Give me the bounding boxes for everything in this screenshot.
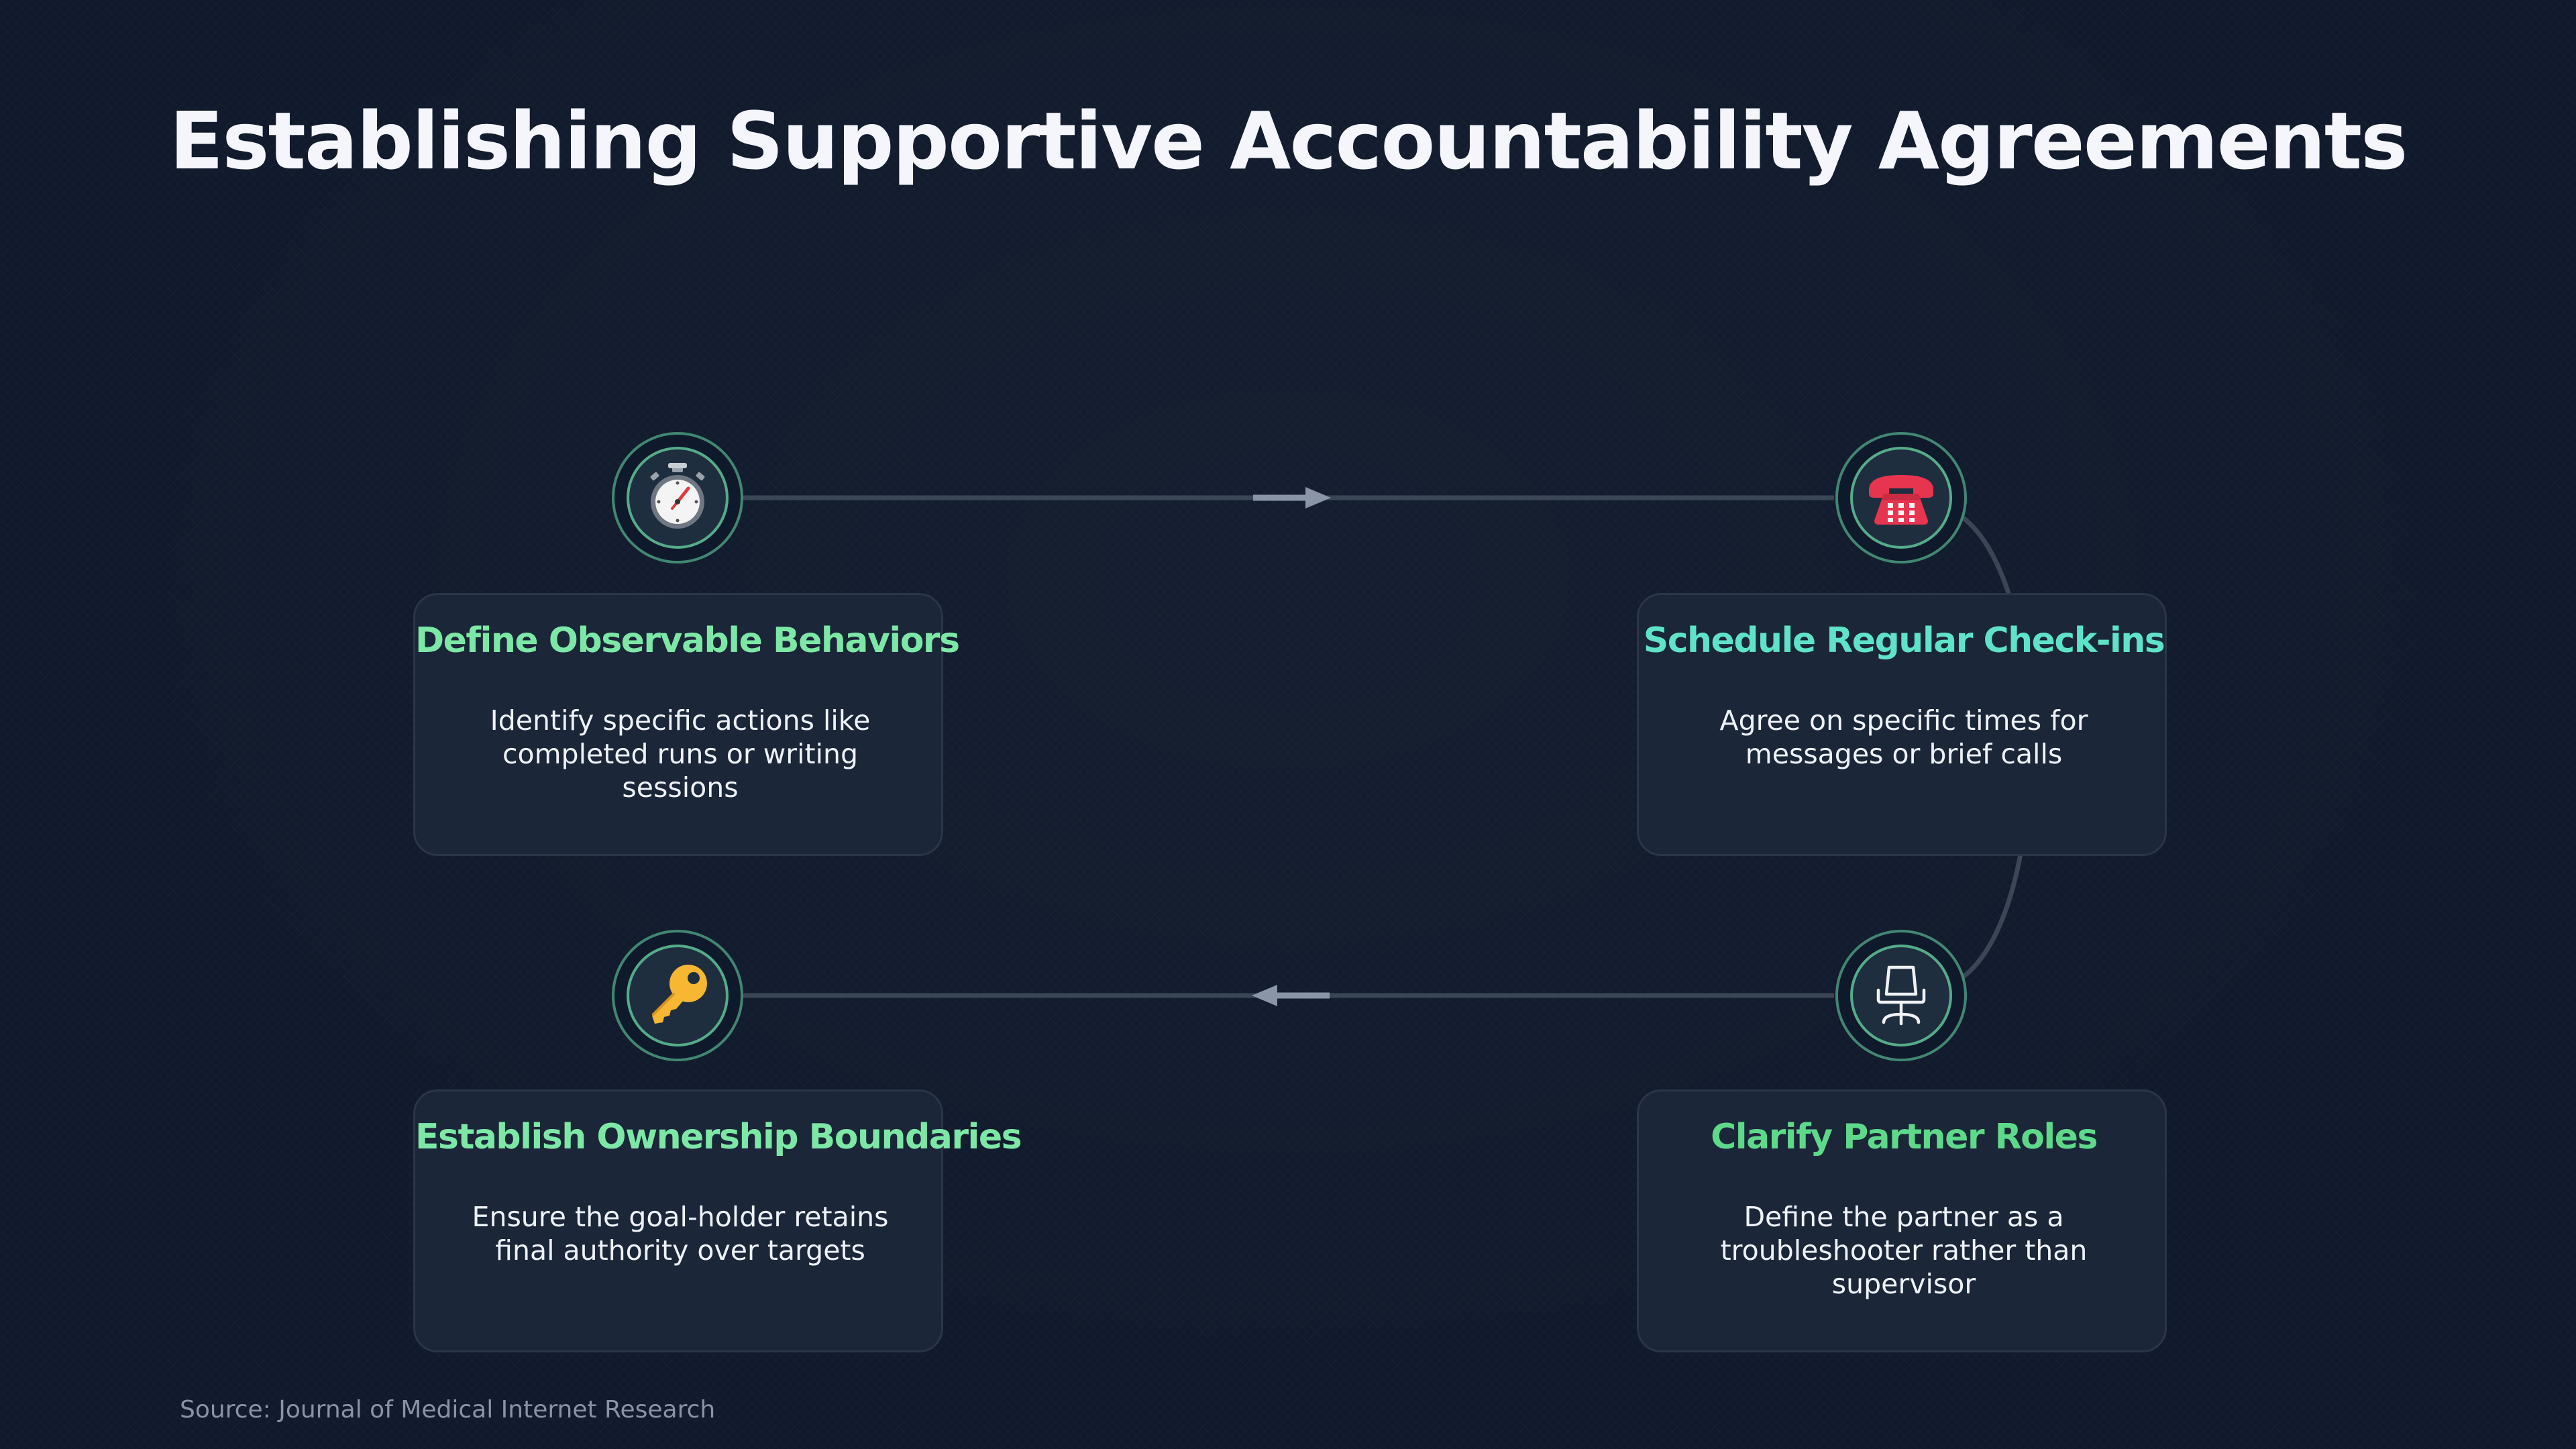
- step-1-node: [612, 432, 743, 564]
- office-chair-icon: [1876, 965, 1926, 1026]
- step-1-description: Identify specific actions like completed…: [490, 704, 871, 804]
- step-4-node: [612, 930, 743, 1061]
- telephone-icon: [1869, 475, 1933, 525]
- step-2-description: Agree on specific times for messages or …: [1719, 704, 2088, 770]
- step-3-card: Clarify Partner Roles Define the partner…: [1637, 1089, 2167, 1352]
- step-1-card: Define Observable Behaviors Identify spe…: [413, 593, 960, 856]
- step-4-description: Ensure the goal-holder retains final aut…: [472, 1201, 889, 1267]
- step-2-title: Schedule Regular Check-ins: [1643, 621, 2165, 661]
- step-1-title: Define Observable Behaviors: [415, 621, 960, 661]
- key-icon: [652, 965, 707, 1024]
- step-3-title: Clarify Partner Roles: [1711, 1117, 2098, 1157]
- step-4-title: Establish Ownership Boundaries: [415, 1117, 1022, 1157]
- source-note: Source: Journal of Medical Internet Rese…: [180, 1396, 716, 1424]
- arrow-left-icon: [1252, 985, 1330, 1006]
- stopwatch-icon: [650, 463, 705, 529]
- step-4-card: Establish Ownership Boundaries Ensure th…: [413, 1089, 1022, 1352]
- arrow-right-icon: [1253, 487, 1331, 508]
- step-2-card: Schedule Regular Check-ins Agree on spec…: [1637, 593, 2167, 856]
- step-2-node: [1835, 432, 1967, 564]
- step-3-node: [1835, 930, 1967, 1061]
- step-3-description: Define the partner as a troubleshooter r…: [1720, 1201, 2088, 1300]
- page-title: Establishing Supportive Accountability A…: [169, 95, 2408, 187]
